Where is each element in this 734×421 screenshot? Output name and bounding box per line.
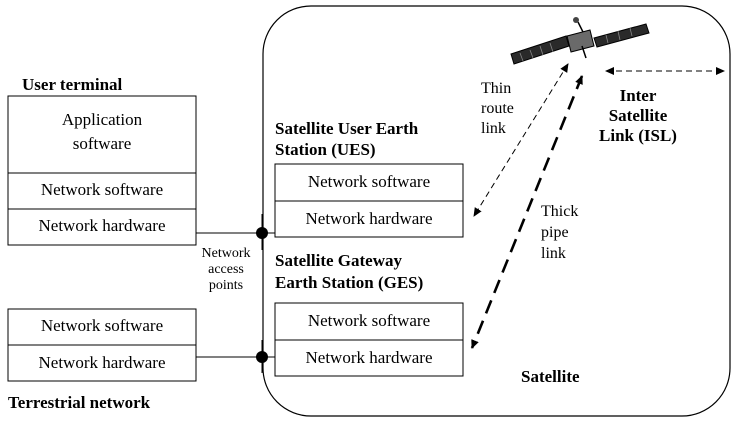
thick-pipe-label-line1: Thick xyxy=(541,203,579,220)
isl-label-line2: Satellite xyxy=(608,106,668,125)
ges-network-hardware: Network hardware xyxy=(305,348,433,367)
thick-pipe-link xyxy=(470,75,584,349)
application-software-line1: Application xyxy=(61,110,143,129)
ges-title-line2: Earth Station (GES) xyxy=(275,273,424,292)
ues-title-line1: Satellite User Earth xyxy=(275,119,419,138)
user-network-software: Network software xyxy=(40,180,164,199)
access-point-dot-lower xyxy=(256,351,268,363)
access-points-line1: Network xyxy=(201,246,251,261)
terrestrial-network-title: Terrestrial network xyxy=(8,393,151,412)
terrestrial-network-hardware: Network hardware xyxy=(38,353,166,372)
ges-stack xyxy=(274,302,464,377)
user-terminal-stack xyxy=(7,95,197,246)
thin-route-label-line3: link xyxy=(481,120,506,137)
terrestrial-network-software: Network software xyxy=(40,316,164,335)
access-points-line3: points xyxy=(208,278,244,293)
access-points-line2: access xyxy=(208,262,244,277)
thick-pipe-label-line2: pipe xyxy=(541,224,569,241)
ues-network-hardware: Network hardware xyxy=(305,209,433,228)
isl-label-line1: Inter xyxy=(619,86,657,105)
user-terminal-title: User terminal xyxy=(22,75,123,94)
application-software-line2: software xyxy=(72,134,132,153)
ues-network-software: Network software xyxy=(307,172,431,191)
terrestrial-stack xyxy=(7,308,197,382)
thin-route-label-line2: route xyxy=(481,100,514,117)
thin-route-label-line1: Thin xyxy=(481,80,512,97)
satellite-icon xyxy=(510,17,650,65)
ges-network-software: Network software xyxy=(307,311,431,330)
ues-title-line2: Station (UES) xyxy=(275,140,376,159)
thick-pipe-label-line3: link xyxy=(541,245,566,262)
isl-label-line3: Link (ISL) xyxy=(599,126,677,145)
user-network-hardware: Network hardware xyxy=(38,216,166,235)
access-point-dot-upper xyxy=(256,227,268,239)
ues-stack xyxy=(274,163,464,238)
satellite-region-label: Satellite xyxy=(521,367,580,386)
satellite-region xyxy=(262,5,731,417)
ges-title-line1: Satellite Gateway xyxy=(275,251,402,270)
